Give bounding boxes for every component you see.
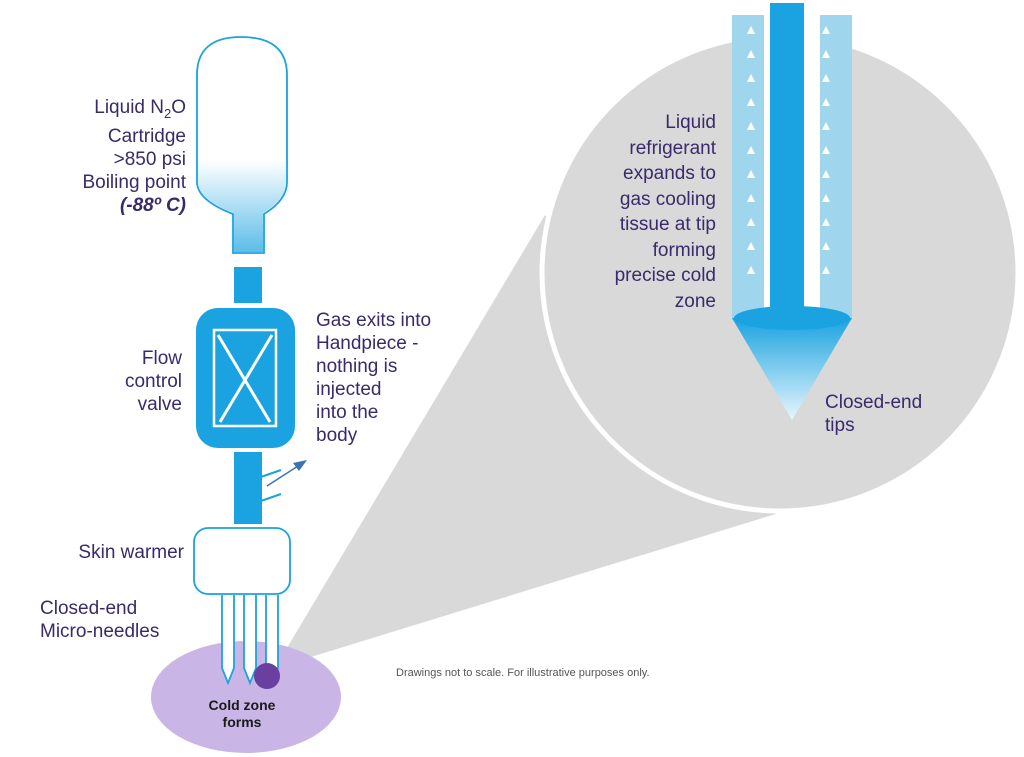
gas-exit-line: body (316, 425, 358, 446)
refrigerant-line: expands to (623, 163, 716, 184)
skin-warmer-label: Skin warmer (78, 542, 184, 563)
refrigerant-line: tissue at tip (619, 214, 716, 235)
flow-arrow-icon (822, 50, 830, 58)
flow-arrow-icon (747, 122, 755, 130)
flow-arrow-icon (747, 146, 755, 154)
gas-exit-line: Gas exits into (316, 310, 432, 331)
cartridge-line3: >850 psi (113, 148, 186, 170)
refrigerant-line: Liquid (665, 112, 716, 133)
flow-valve-line: control (124, 371, 182, 392)
gas-exit-line: injected (316, 379, 382, 400)
flow-arrow-icon (747, 98, 755, 106)
cold-zone-line: forms (222, 714, 262, 730)
gas-exit-line: into the (316, 402, 379, 423)
gas-exit-line: nothing is (316, 356, 398, 377)
flow-arrows-left (747, 26, 755, 274)
flow-arrow-icon (822, 218, 830, 226)
valve-icon (196, 308, 295, 448)
disclaimer-note: Drawings not to scale. For illustrative … (396, 667, 650, 679)
cartridge-icon (196, 36, 288, 254)
flow-arrow-icon (822, 170, 830, 178)
cold-zone-label: Cold zone forms (178, 697, 306, 731)
refrigerant-line: precise cold (614, 265, 716, 286)
cold-zone-line: Cold zone (208, 697, 276, 713)
micro-needles-icon (221, 595, 279, 686)
flow-valve-line: Flow (141, 348, 182, 369)
closed-end-tips-label: Closed-end tips (825, 391, 975, 437)
flow-arrow-icon (747, 170, 755, 178)
refrigerant-line: refrigerant (629, 137, 716, 159)
cartridge-line1-end: O (171, 97, 186, 118)
cold-spot-icon (254, 663, 280, 689)
micro-needles-line: Closed-end (40, 598, 138, 619)
magnification-cone (275, 215, 782, 668)
flow-arrow-icon (747, 26, 755, 34)
gas-exit-label: Gas exits into Handpiece - nothing is in… (316, 309, 476, 447)
flow-arrow-icon (747, 74, 755, 82)
cold-zone-ellipse (151, 641, 341, 753)
cartridge-line1-main: Liquid N (94, 97, 164, 118)
cartridge-label: Liquid N2O Cartridge >850 psi Boiling po… (40, 96, 186, 217)
flow-arrow-icon (822, 74, 830, 82)
refrigerant-line: forming (652, 239, 716, 261)
flow-arrow-icon (747, 242, 755, 250)
flow-arrow-icon (747, 194, 755, 202)
flow-arrow-icon (822, 242, 830, 250)
closed-end-tips-line: tips (825, 415, 855, 436)
gas-exit-arrow-icon (257, 460, 307, 503)
flow-valve-label: Flow control valve (80, 347, 182, 416)
flow-arrow-icon (747, 218, 755, 226)
micro-needles-label: Closed-end Micro-needles (40, 597, 200, 643)
flow-arrow-icon (822, 26, 830, 34)
upper-tube (234, 267, 262, 303)
flow-arrows-right (822, 26, 830, 274)
flow-arrow-icon (747, 50, 755, 58)
gas-exit-line: Handpiece - (316, 333, 419, 354)
flow-arrow-icon (822, 266, 830, 274)
flow-arrow-icon (822, 146, 830, 154)
flow-arrow-icon (822, 194, 830, 202)
flow-arrow-icon (822, 98, 830, 106)
refrigerant-line: zone (674, 290, 716, 312)
cartridge-line5: (-88º C) (119, 194, 186, 216)
flow-arrow-icon (747, 266, 755, 274)
flow-valve-line: valve (137, 394, 182, 415)
refrigerant-label: Liquid refrigerant expands to gas coolin… (566, 110, 716, 314)
cartridge-line2: Cartridge (107, 125, 186, 147)
flow-arrow-icon (822, 122, 830, 130)
cartridge-line4: Boiling point (82, 171, 186, 193)
closed-end-tips-line: Closed-end (825, 392, 923, 413)
magnified-needle-icon (732, 3, 852, 420)
cartridge-line1-sub: 2 (163, 105, 172, 121)
skin-warmer-icon (193, 527, 291, 595)
lower-tube (234, 452, 262, 524)
micro-needles-line: Micro-needles (40, 621, 160, 642)
refrigerant-line: gas cooling (619, 188, 716, 210)
